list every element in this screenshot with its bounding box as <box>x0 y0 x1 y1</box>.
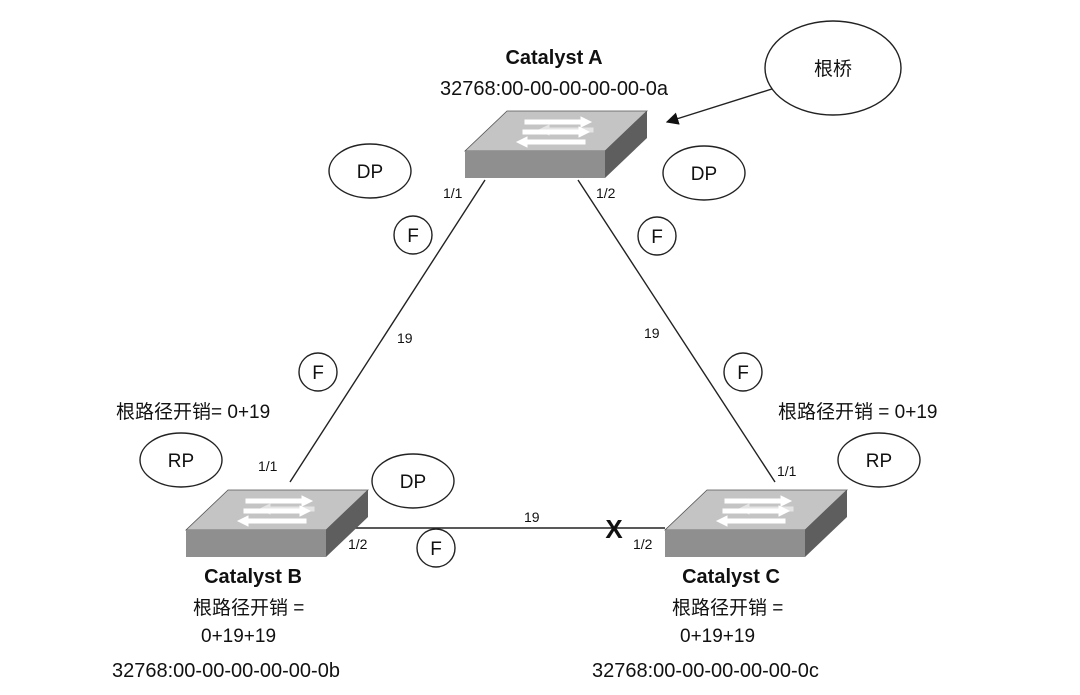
role-c-root-label: RP <box>866 451 892 472</box>
switch-a-name: Catalyst A <box>505 47 602 69</box>
state-a-c-top <box>637 216 677 256</box>
state-a-c-top-label: F <box>651 227 663 248</box>
link-a-c <box>577 179 776 483</box>
port-c-left: 1/2 <box>633 536 653 552</box>
switch-a-icon <box>464 110 648 179</box>
port-b-up: 1/1 <box>258 458 278 474</box>
role-a-right-dp <box>662 145 746 201</box>
switch-b-path-cost-label: 根路径开销 = <box>193 597 304 619</box>
switch-b-icon <box>185 489 369 558</box>
switch-c-uplink-cost: 根路径开销 = 0+19 <box>778 401 937 423</box>
root-bridge-callout <box>764 20 902 116</box>
switch-b-name: Catalyst B <box>204 566 302 588</box>
role-b-root-label: RP <box>168 451 194 472</box>
state-a-b-bottom-label: F <box>312 363 324 384</box>
state-a-c-bottom-label: F <box>737 363 749 384</box>
switch-c-icon <box>664 489 848 558</box>
switch-a-bridge-id: 32768:00-00-00-00-00-0a <box>440 78 669 100</box>
blocked-port-marker: X <box>605 514 623 544</box>
role-c-root-rp <box>837 432 921 488</box>
state-a-b-top-label: F <box>407 226 419 247</box>
port-a-left: 1/1 <box>443 185 463 201</box>
link-a-b <box>289 179 486 483</box>
port-b-right: 1/2 <box>348 536 368 552</box>
switch-b-path-cost-value: 0+19+19 <box>201 626 276 647</box>
switch-b-bridge-id: 32768:00-00-00-00-00-0b <box>112 660 340 682</box>
switch-b-uplink-cost: 根路径开销= 0+19 <box>116 401 270 423</box>
role-b-root-rp <box>139 432 223 488</box>
role-a-left-label: DP <box>357 162 383 183</box>
port-a-right: 1/2 <box>596 185 616 201</box>
role-a-right-label: DP <box>691 164 717 185</box>
port-c-up: 1/1 <box>777 463 797 479</box>
cost-a-b: 19 <box>397 330 413 346</box>
state-b-c <box>416 528 456 568</box>
role-b-designated-label: DP <box>400 472 426 493</box>
state-b-c-label: F <box>430 539 442 560</box>
role-b-designated-dp <box>371 453 455 509</box>
role-a-left-dp <box>328 143 412 199</box>
switch-c-path-cost-value: 0+19+19 <box>680 626 755 647</box>
switch-c-bridge-id: 32768:00-00-00-00-00-0c <box>592 660 819 682</box>
switch-c-path-cost-label: 根路径开销 = <box>672 597 783 619</box>
cost-a-c: 19 <box>644 325 660 341</box>
state-a-c-bottom <box>723 352 763 392</box>
state-a-b-top <box>393 215 433 255</box>
switch-c-name: Catalyst C <box>682 566 780 588</box>
cost-b-c: 19 <box>524 509 540 525</box>
state-a-b-bottom <box>298 352 338 392</box>
root-bridge-arrow <box>665 87 776 125</box>
root-bridge-label: 根桥 <box>814 58 852 80</box>
